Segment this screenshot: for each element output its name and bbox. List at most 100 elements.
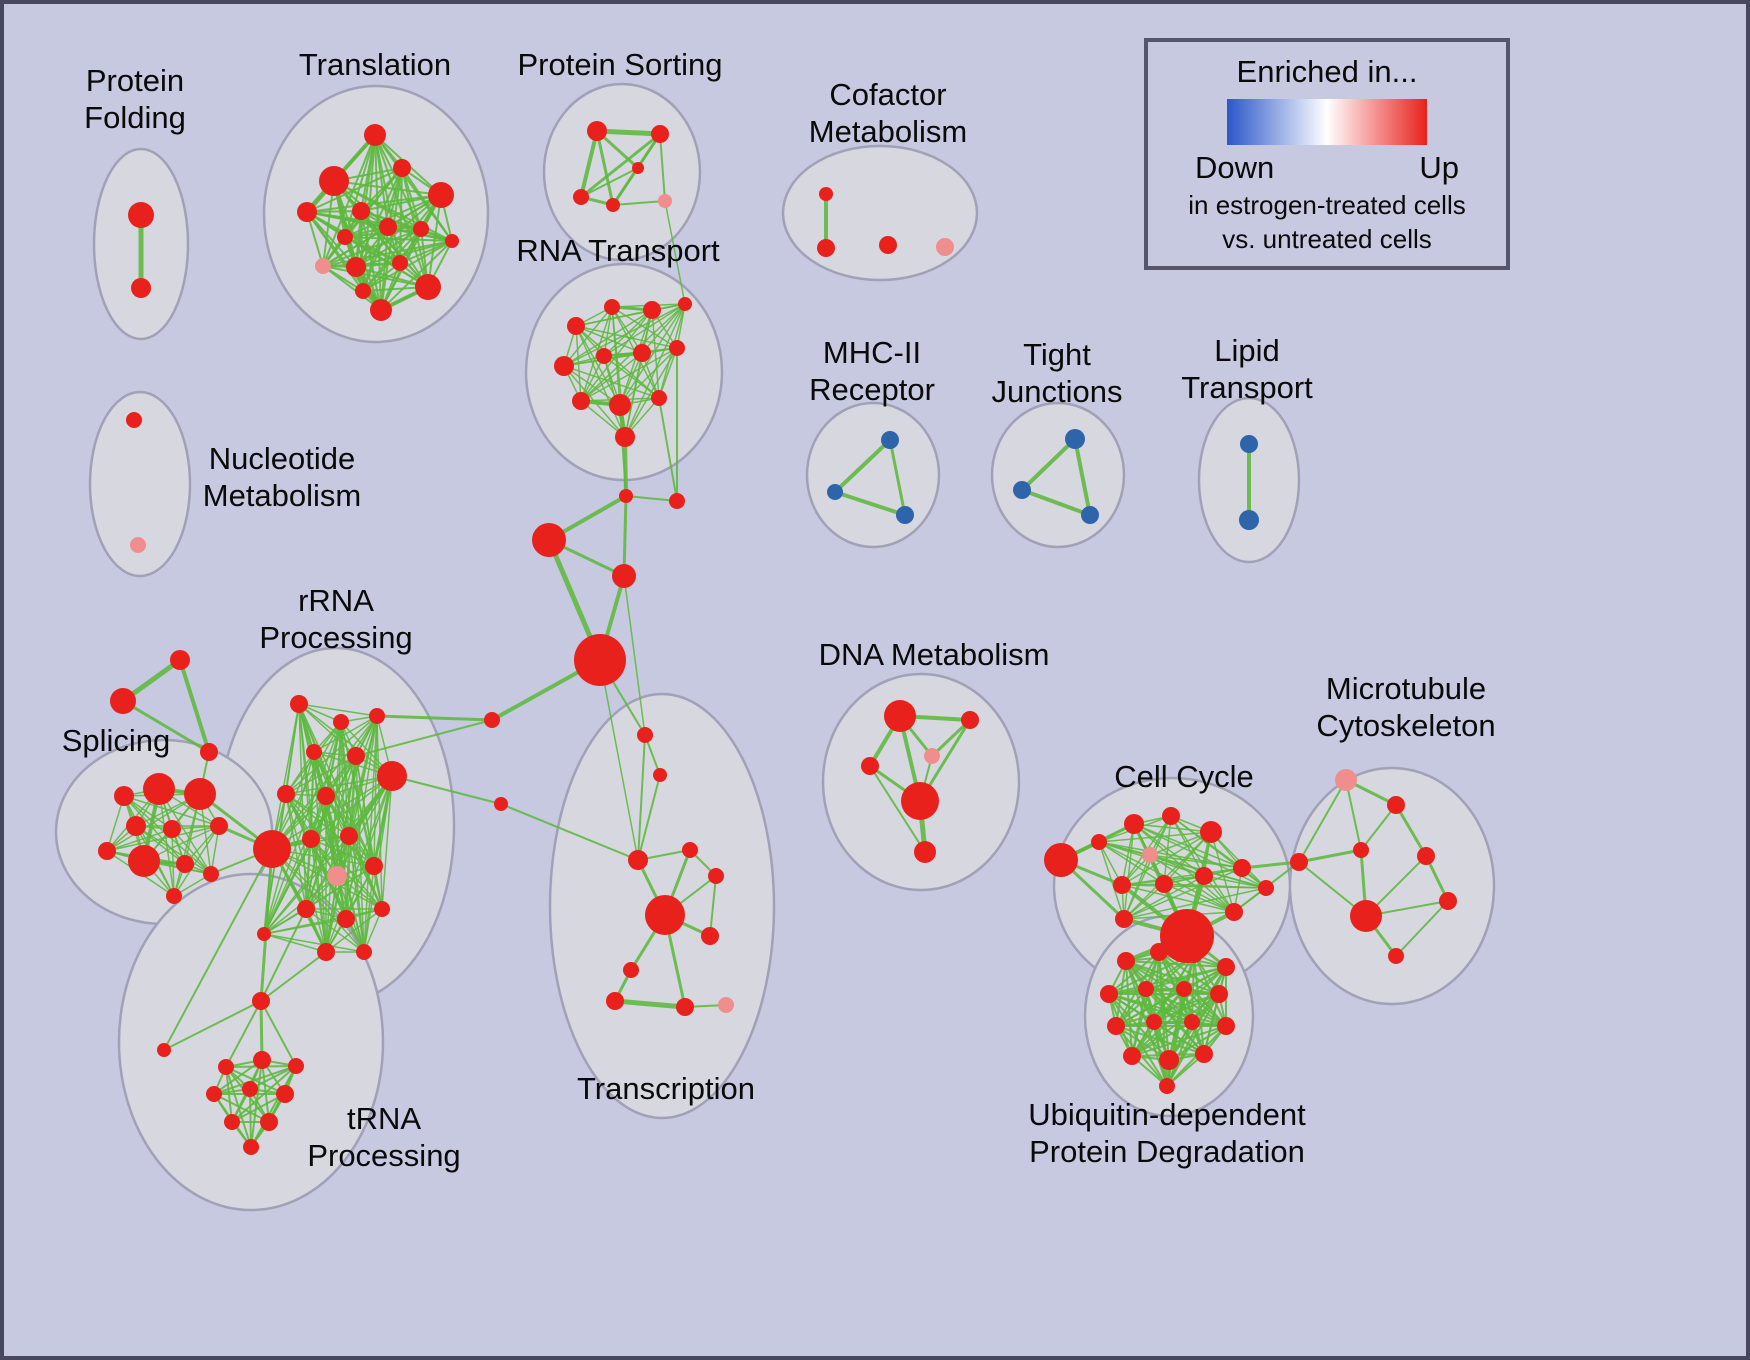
- edge: [1298, 779, 1347, 863]
- gene-set-node: [1239, 510, 1259, 530]
- gene-set-node: [612, 564, 636, 588]
- gene-set-node: [1117, 952, 1135, 970]
- edge: [285, 793, 327, 953]
- edge: [619, 347, 678, 406]
- edge: [355, 240, 453, 268]
- edge: [249, 1065, 297, 1090]
- gene-set-node: [1013, 481, 1031, 499]
- cluster-label-translation: Translation: [298, 47, 452, 82]
- edge: [310, 775, 393, 840]
- edge: [1149, 854, 1235, 913]
- gene-set-node: [1138, 981, 1154, 997]
- cluster-label-transcription: Transcription: [576, 1071, 756, 1106]
- gene-set-node: [587, 121, 607, 141]
- edge: [263, 795, 327, 935]
- edge: [1131, 988, 1147, 1057]
- gene-set-node: [628, 850, 648, 870]
- gene-set-node: [669, 493, 685, 509]
- edge: [298, 703, 307, 910]
- edge: [249, 1088, 252, 1148]
- edge: [1193, 953, 1205, 1055]
- gene-set-node: [532, 523, 566, 557]
- gene-set-node: [327, 866, 347, 886]
- edge: [121, 699, 211, 754]
- gene-set-node: [370, 299, 392, 321]
- edge: [575, 325, 643, 354]
- edge: [1020, 437, 1077, 492]
- edge: [1149, 854, 1205, 877]
- edge: [658, 397, 678, 502]
- gene-set-node: [682, 842, 698, 858]
- edge: [580, 347, 678, 402]
- edge: [158, 788, 175, 897]
- edge: [623, 575, 646, 736]
- edge: [325, 835, 350, 953]
- gene-set-node: [1185, 945, 1203, 963]
- gene-set-node: [346, 257, 366, 277]
- cluster-label-tight-junctions: Tight Junctions: [991, 337, 1123, 410]
- gene-set-node: [415, 274, 441, 300]
- edge: [1345, 779, 1362, 851]
- gene-set-node: [1258, 880, 1274, 896]
- gene-set-node: [1065, 429, 1085, 449]
- edge: [1098, 841, 1243, 869]
- gene-set-node: [369, 708, 385, 724]
- edge: [1121, 831, 1212, 886]
- edge: [1123, 815, 1172, 920]
- gene-set-node: [290, 695, 308, 713]
- edge: [1123, 831, 1212, 920]
- gene-set-node: [1162, 807, 1180, 825]
- gene-set-node: [166, 888, 182, 904]
- edge: [599, 659, 639, 861]
- gene-set-node: [572, 392, 590, 410]
- edge: [1073, 437, 1092, 517]
- edge: [305, 835, 350, 910]
- edge: [1133, 823, 1212, 833]
- edge: [263, 838, 312, 935]
- edge: [325, 875, 338, 953]
- gene-set-node: [203, 866, 219, 882]
- gene-set-node: [253, 1051, 271, 1069]
- edge: [1123, 823, 1135, 920]
- edge: [1108, 951, 1160, 995]
- gene-set-node: [297, 900, 315, 918]
- edge: [658, 347, 678, 399]
- edge: [260, 908, 307, 1002]
- gene-set-node: [961, 711, 979, 729]
- gene-set-node: [131, 278, 151, 298]
- gene-set-node: [379, 218, 397, 236]
- gene-set-node: [901, 782, 939, 820]
- gene-set-node: [126, 816, 146, 836]
- legend-caption: in estrogen-treated cells vs. untreated …: [1188, 190, 1466, 254]
- edge: [336, 775, 393, 877]
- edge: [622, 494, 628, 578]
- cluster-ellipse-micro: [1288, 766, 1496, 1006]
- gene-set-node: [619, 489, 633, 503]
- edge: [1153, 1021, 1168, 1087]
- gene-set-node: [633, 344, 651, 362]
- gene-set-node: [347, 747, 365, 765]
- edge: [345, 835, 350, 920]
- edge: [664, 200, 686, 305]
- edge: [1163, 883, 1267, 889]
- gene-set-node: [1200, 821, 1222, 843]
- gene-set-node: [374, 901, 390, 917]
- gene-set-node: [302, 830, 320, 848]
- edge: [106, 825, 220, 852]
- gene-set-node: [1113, 876, 1131, 894]
- edge: [563, 365, 621, 406]
- gene-set-node: [306, 744, 322, 760]
- edge: [1115, 951, 1160, 1027]
- gene-set-node: [574, 634, 626, 686]
- gene-set-node: [337, 910, 355, 928]
- gene-set-node: [333, 714, 349, 730]
- gene-set-node: [364, 124, 386, 146]
- gene-set-node: [243, 1139, 259, 1155]
- gene-set-node: [1439, 892, 1457, 910]
- cluster-label-splicing: Splicing: [61, 723, 171, 758]
- gene-set-node: [1146, 1014, 1162, 1030]
- edge: [709, 875, 717, 937]
- edge: [375, 714, 494, 722]
- gene-set-node: [1353, 842, 1369, 858]
